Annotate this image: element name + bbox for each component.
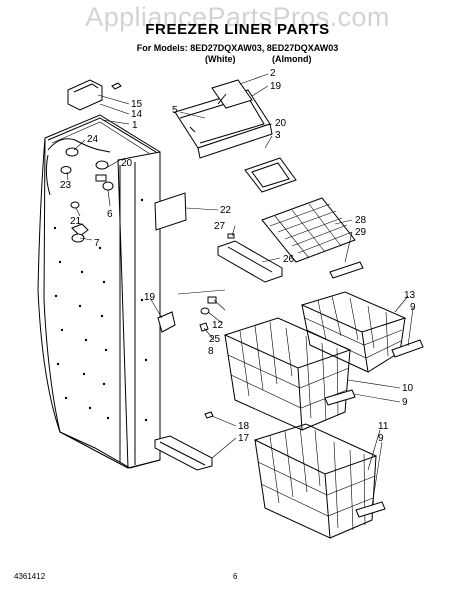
callout-20: 20	[121, 158, 133, 169]
wire-shelf	[261, 197, 364, 279]
basket-hardware	[157, 296, 217, 333]
callout-13: 12	[212, 320, 224, 331]
callout-2: 2	[270, 68, 276, 79]
bottom-rail	[154, 411, 214, 471]
callout-7: 7	[94, 238, 100, 249]
callout-10: 10	[402, 383, 414, 394]
callout-5: 5	[172, 105, 178, 116]
shelf-support	[217, 233, 283, 283]
callout-22: 19	[270, 81, 282, 92]
liner-hardware	[60, 147, 114, 243]
callout-28: 26	[283, 254, 295, 265]
callout-1: 1	[132, 120, 138, 131]
document-number: 4361412	[14, 572, 46, 581]
callout-29: 27	[214, 221, 226, 232]
callout-17: 17	[238, 433, 250, 444]
leader-lines	[66, 73, 414, 507]
page-number: 6	[233, 572, 238, 581]
callout-8: 8	[208, 346, 214, 357]
callout-25: 23	[60, 180, 72, 191]
watermark: AppliancePartsPros.com	[85, 2, 390, 32]
color-white-label: (White)	[205, 54, 236, 64]
callout-32: 29	[355, 227, 367, 238]
callout-3: 3	[275, 130, 281, 141]
callout-6: 6	[107, 209, 113, 220]
callout-26: 24	[87, 134, 99, 145]
callout-labels: 2 19 5 20 3 15 14 1 24 20 23 21 6 7 22 2…	[60, 68, 416, 444]
basket-large-bottom	[253, 423, 386, 539]
basket-small-upper	[300, 291, 424, 373]
color-almond-label: (Almond)	[272, 54, 312, 64]
callout-9-middle: 9	[402, 397, 408, 408]
callout-27: 25	[209, 334, 221, 345]
callout-12: 13	[404, 290, 416, 301]
basket-large-middle	[223, 317, 356, 431]
callout-21: 21	[70, 216, 82, 227]
trim-strip	[154, 192, 187, 231]
ice-bin-shelf-assembly	[174, 79, 297, 193]
callout-9-lower: 9	[378, 433, 384, 444]
top-bracket	[67, 79, 122, 111]
freezer-liner	[37, 114, 161, 469]
callout-31: 28	[355, 215, 367, 226]
callout-14: 14	[131, 109, 143, 120]
diagram-title: FREEZER LINER PARTS	[145, 21, 330, 38]
callout-24: 22	[220, 205, 232, 216]
callout-23: 20	[275, 118, 287, 129]
callout-15: 15	[131, 99, 143, 110]
model-numbers: For Models: 8ED27DQXAW03, 8ED27DQXAW03	[136, 43, 339, 53]
callout-19: 19	[144, 292, 156, 303]
callout-18: 18	[238, 421, 250, 432]
callout-9-upper: 9	[410, 302, 416, 313]
callout-11: 11	[378, 421, 389, 432]
